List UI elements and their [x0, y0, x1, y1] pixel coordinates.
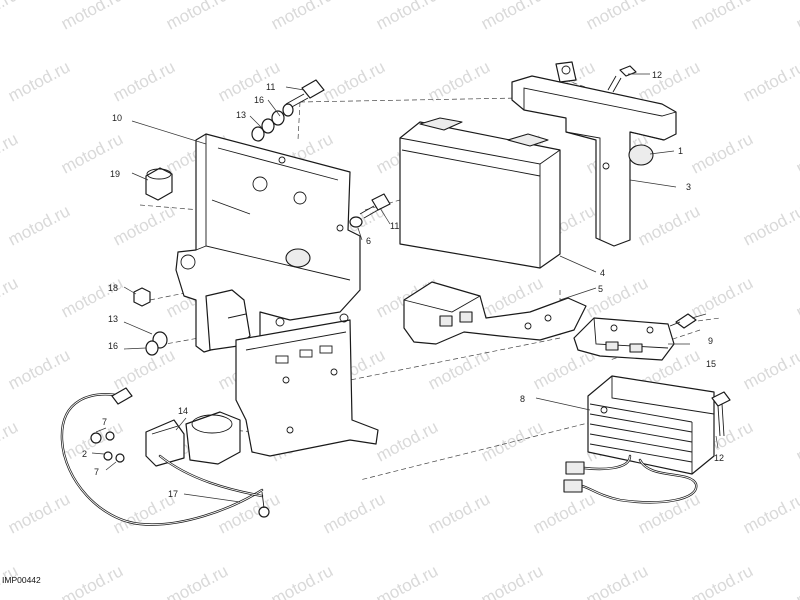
cable-17: [60, 387, 270, 526]
watermark-text: motod.ru: [793, 273, 800, 321]
leader-lines: [91, 73, 719, 503]
watermark-text: motod.ru: [373, 0, 441, 34]
watermark-text: motod.ru: [478, 561, 546, 600]
watermark-text: motod.ru: [0, 129, 21, 177]
callout-10: 10: [112, 113, 122, 123]
watermark-text: motod.ru: [583, 273, 651, 321]
watermark-text: motod.ru: [373, 417, 441, 465]
spacer-6: [349, 216, 363, 228]
image-code: IMP00442: [2, 575, 41, 585]
watermark-text: motod.ru: [740, 201, 800, 249]
callout-2: 2: [82, 449, 87, 459]
watermark-text: motod.ru: [5, 201, 73, 249]
callout-16-lower: 16: [108, 341, 118, 351]
watermark-text: motod.ru: [793, 0, 800, 34]
bolt-11-upper: [285, 79, 325, 109]
watermark-text: motod.ru: [5, 489, 73, 537]
watermark-text: motod.ru: [268, 0, 336, 34]
watermark-text: motod.ru: [425, 345, 493, 393]
watermark-text: motod.ru: [530, 489, 598, 537]
watermark-text: motod.ru: [110, 345, 178, 393]
watermark-text: motod.ru: [58, 561, 126, 600]
watermark-text: motod.ru: [688, 129, 756, 177]
watermark-text: motod.ru: [583, 0, 651, 34]
watermark-text: motod.ru: [740, 345, 800, 393]
watermark-text: motod.ru: [320, 57, 388, 105]
callout-8: 8: [520, 394, 525, 404]
callout-13-lower: 13: [108, 314, 118, 324]
watermark-text: motod.ru: [635, 489, 703, 537]
voltage-regulator: [587, 375, 715, 475]
regulator-harness: [563, 454, 698, 504]
callout-11-upper: 11: [266, 82, 275, 92]
watermark-text: motod.ru: [163, 0, 231, 34]
watermark-text: motod.ru: [373, 561, 441, 600]
watermark-text: motod.ru: [268, 561, 336, 600]
washer-stack-upper: [251, 103, 294, 142]
battery-holder: [511, 61, 677, 247]
watermark-text: motod.ru: [0, 0, 21, 34]
watermark-text: motod.ru: [0, 273, 21, 321]
callout-15: 15: [706, 359, 716, 369]
callout-7-upper: 7: [102, 417, 107, 427]
washer-stack-lower: [145, 331, 168, 356]
watermark-text: motod.ru: [478, 0, 546, 34]
callout-4: 4: [600, 268, 605, 278]
watermark-text: motod.ru: [793, 129, 800, 177]
watermark-text: motod.ru: [0, 417, 21, 465]
callout-19: 19: [110, 169, 120, 179]
starter-relay: [145, 411, 241, 467]
callout-14: 14: [178, 406, 188, 416]
watermark-text: motod.ru: [110, 57, 178, 105]
watermark-text: motod.ru: [740, 489, 800, 537]
callout-18: 18: [108, 283, 118, 293]
screw-9: [669, 313, 697, 329]
watermark-text: motod.ru: [58, 0, 126, 34]
main-bracket: [175, 133, 361, 353]
watermark-text: motod.ru: [688, 273, 756, 321]
callout-12-upper: 12: [652, 70, 662, 80]
watermark-text: motod.ru: [425, 489, 493, 537]
callout-12-lower: 12: [714, 453, 724, 463]
bolt-11-middle: [359, 193, 391, 219]
watermark-text: motod.ru: [635, 201, 703, 249]
lower-bracket-plate: [235, 313, 379, 457]
watermark-text: motod.ru: [688, 561, 756, 600]
callout-6: 6: [366, 236, 371, 246]
callout-labels: 1 3 4 5 6 9 15 8 10 11 16 13 11 12 12 19…: [82, 70, 724, 499]
grommet-19: [145, 167, 173, 201]
watermark-text: motod.ru: [425, 57, 493, 105]
callout-1: 1: [678, 146, 683, 156]
nut-18: [133, 287, 151, 307]
watermark-text: motod.ru: [320, 489, 388, 537]
watermark-text: motod.ru: [583, 561, 651, 600]
screw-12-lower: [711, 391, 731, 437]
watermark-text: motod.ru: [793, 417, 800, 465]
screw-12-upper: [607, 65, 637, 93]
watermark-text: motod.ru: [163, 561, 231, 600]
callout-11-middle: 11: [390, 221, 399, 231]
relay-holder: [403, 281, 587, 345]
callout-9: 9: [708, 336, 713, 346]
callout-7-lower: 7: [94, 467, 99, 477]
callout-3: 3: [686, 182, 691, 192]
fasteners-7-2: [90, 431, 125, 463]
watermark-text: motod.ru: [740, 57, 800, 105]
watermark-text: motod.ru: [5, 57, 73, 105]
watermark-text: motod.ru: [478, 417, 546, 465]
watermark-text: motod.ru: [635, 57, 703, 105]
callout-17: 17: [168, 489, 178, 499]
watermark-text: motod.ru: [5, 345, 73, 393]
callout-16-upper: 16: [254, 95, 264, 105]
callout-5: 5: [598, 284, 603, 294]
callout-13-upper: 13: [236, 110, 246, 120]
connector-block: [573, 317, 675, 361]
watermark-text: motod.ru: [793, 561, 800, 600]
battery: [399, 117, 561, 269]
watermark-text: motod.ru: [110, 201, 178, 249]
watermark-text: motod.ru: [688, 0, 756, 34]
